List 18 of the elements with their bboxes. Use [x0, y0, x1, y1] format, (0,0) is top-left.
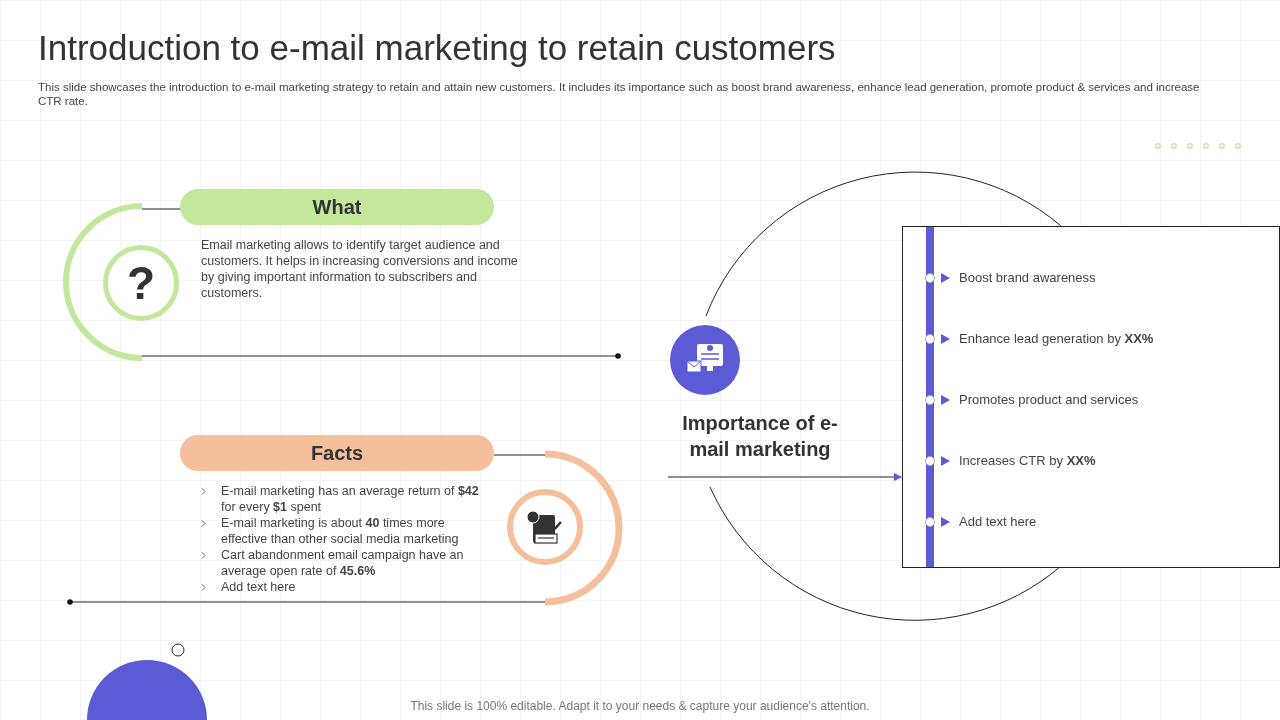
heading-pill: What: [180, 189, 494, 225]
slide-title: Introduction to e-mail marketing to retain customers: [38, 28, 836, 68]
footer-note: This slide is 100% editable. Adapt it to your needs & capture your audience's attention.: [409, 699, 871, 713]
bullet-point: Cart abandonment email campaign have an average open rate of 45.6%: [221, 548, 464, 578]
list-panel: [902, 226, 1280, 568]
list-item: Add text here: [959, 514, 1037, 530]
description-text: Email marketing allows to identify target audience and customers. It helps in increasing conversions and income by giving important information to subscribers and customers.: [201, 237, 519, 301]
list-item: Promotes product and services: [959, 392, 1139, 408]
list-item: Enhance lead generation by XX%: [959, 331, 1154, 347]
section-heading: Importance of e-mail marketing: [668, 410, 852, 477]
list-item: Boost brand awareness: [959, 270, 1096, 286]
list-item: Increases CTR by XX%: [959, 453, 1096, 469]
heading-pill: Facts: [180, 435, 494, 471]
question-circle: ?: [103, 245, 179, 321]
subtitle: This slide showcases the introduction to e-mail marketing strategy to retain and attain new customers. It includes its importance such as boost brand awareness, enhance lead generation, promote product & services and increase CTR rate.: [38, 80, 1201, 108]
bullet-point: Add text here: [221, 580, 296, 594]
arrow: [667, 473, 902, 481]
bullet-point: E-mail marketing is about 40 times more effective than other social media marketing: [221, 516, 459, 546]
